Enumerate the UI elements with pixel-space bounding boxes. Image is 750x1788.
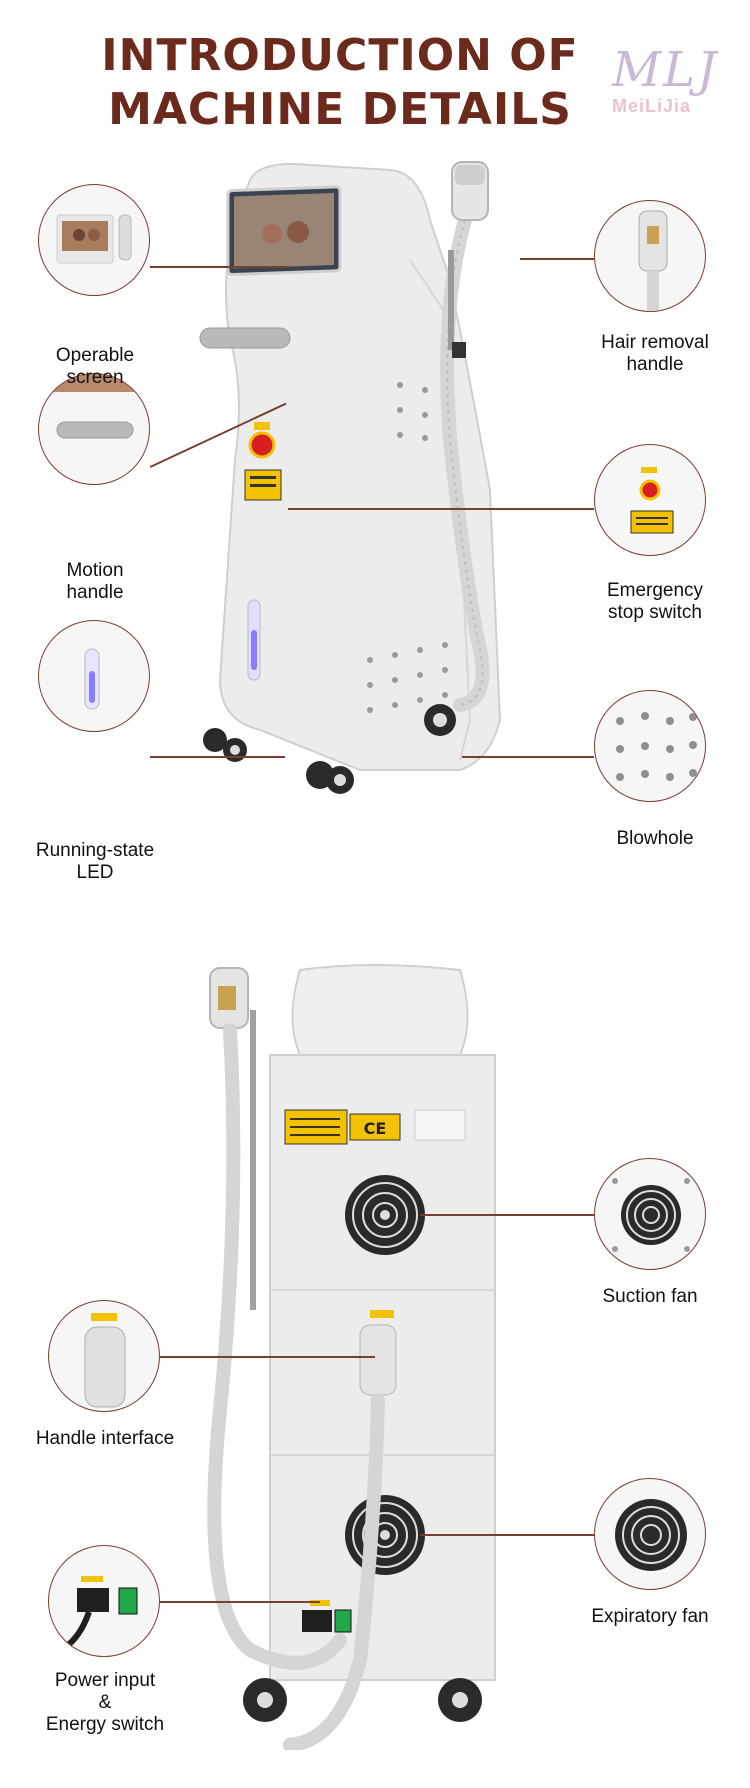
front-motion-handle [199, 327, 291, 349]
callout-blowhole [594, 690, 706, 802]
callout-expiratory-fan [594, 1478, 706, 1590]
callout-line-emergency-stop [288, 508, 594, 510]
front-machine-illustration [199, 161, 502, 794]
svg-text:CE: CE [364, 1119, 387, 1138]
stop-button-icon [248, 431, 276, 459]
callout-line-suction-fan [420, 1214, 594, 1216]
callout-line-hair-handle [520, 258, 594, 260]
brand-logo-subtitle: MeiLiJia [612, 96, 692, 116]
caster-wheel-icon [203, 704, 456, 794]
label-suction-fan: Suction fan [602, 1286, 698, 1307]
callout-line-screen [150, 266, 290, 268]
callout-line-blowhole [462, 756, 594, 758]
page-title-line2: MACHINE DETAILS [108, 84, 572, 135]
callout-handle-interface [48, 1300, 160, 1412]
page-title-line1: INTRODUCTION OF [101, 30, 579, 81]
fan-grille-icon [345, 1175, 425, 1255]
back-machine-illustration: CE [207, 964, 496, 1750]
ce-mark-icon [349, 1113, 401, 1141]
callout-suction-fan [594, 1158, 706, 1270]
label-handle-interface: Handle interface [35, 1428, 175, 1449]
callout-operable-screen [38, 184, 150, 296]
label-power-input: Power input & Energy switch [45, 1670, 165, 1735]
callout-line-power-input [160, 1601, 320, 1603]
callout-hair-removal-handle [594, 200, 706, 312]
callout-running-led [38, 620, 150, 732]
callout-motion-handle [38, 373, 150, 485]
label-blowhole: Blowhole [616, 828, 694, 849]
callout-emergency-stop [594, 444, 706, 556]
brand-logo: MLJ [612, 42, 719, 98]
callout-line-led [150, 756, 285, 758]
label-expiratory-fan: Expiratory fan [591, 1606, 709, 1627]
energy-switch [334, 1609, 352, 1633]
callout-line-handle-interface [160, 1356, 375, 1358]
callout-line-expiratory-fan [420, 1534, 594, 1536]
back-cable [207, 1023, 347, 1670]
callout-power-input [48, 1545, 160, 1657]
